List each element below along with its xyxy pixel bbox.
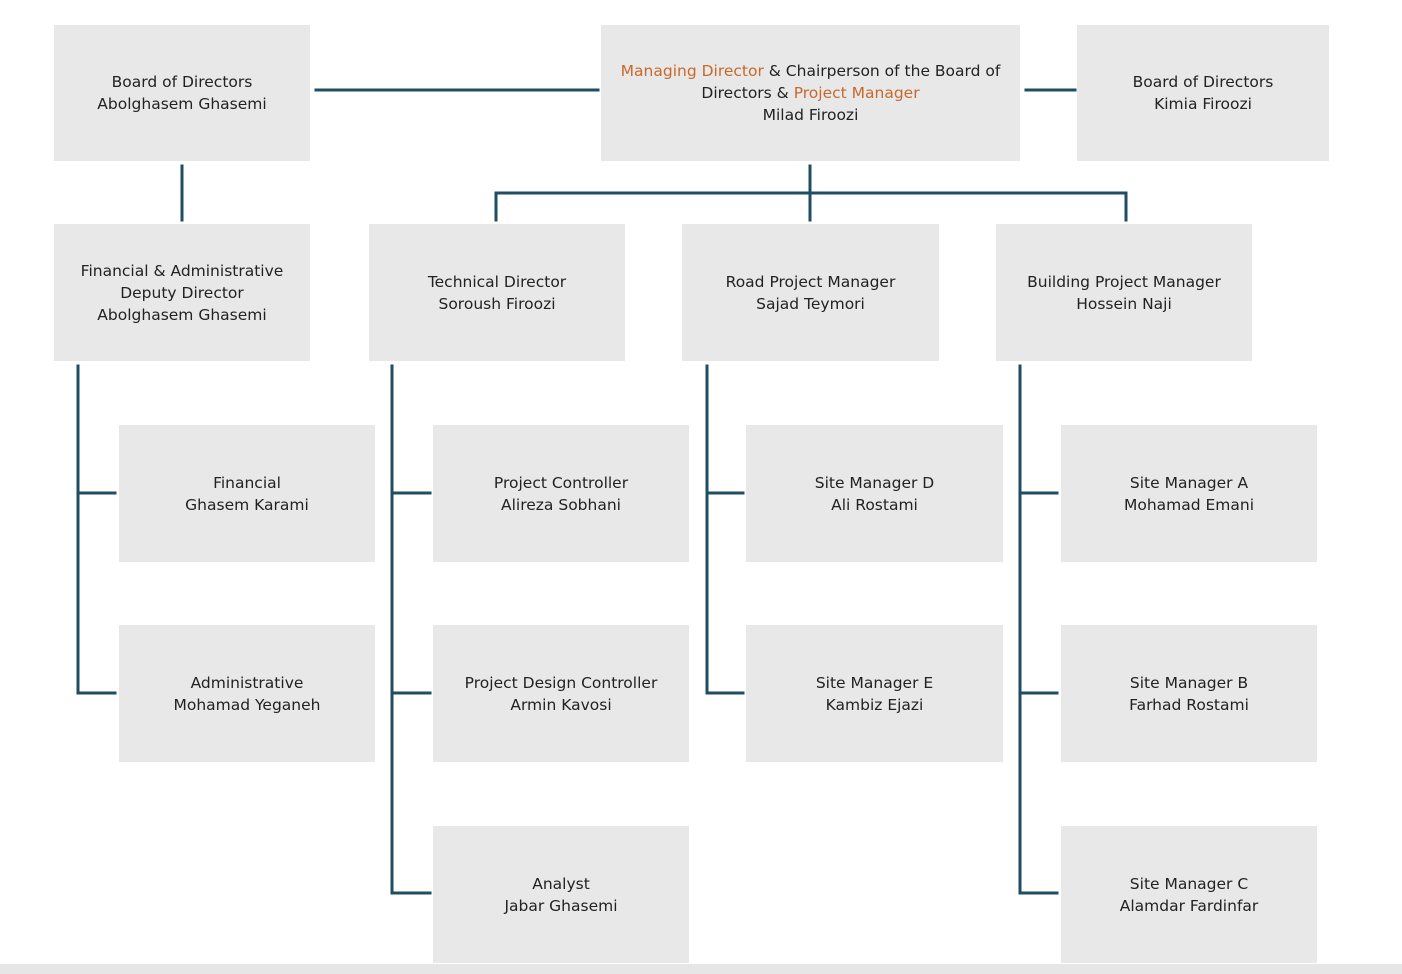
node-title: Analyst: [532, 874, 590, 893]
node-title: Site Manager A: [1129, 473, 1249, 492]
node-financial: Financial Ghasem Karami: [119, 425, 375, 562]
node-site-manager-b: Site Manager B Farhad Rostami: [1061, 625, 1317, 762]
node-title: Technical Director: [427, 272, 567, 291]
node-title: Project Controller: [493, 473, 629, 492]
node-person: Abolghasem Ghasemi: [97, 305, 267, 324]
node-title: Site Manager E: [815, 673, 934, 692]
node-site-manager-a: Site Manager A Mohamad Emani: [1061, 425, 1317, 562]
bottom-strip: [0, 964, 1402, 974]
node-title: Site Manager C: [1129, 874, 1249, 893]
node-person: Ghasem Karami: [185, 495, 309, 514]
node-title: Board of Directors: [1132, 73, 1274, 91]
role-directors: Directors &: [701, 84, 794, 102]
node-person: Jabar Ghasemi: [504, 896, 618, 915]
node-title-2: Deputy Director: [120, 283, 244, 302]
node-title: Road Project Manager: [725, 272, 896, 291]
node-site-manager-d: Site Manager D Ali Rostami: [746, 425, 1003, 562]
node-title: Site Manager D: [814, 473, 935, 492]
node-project-design-controller: Project Design Controller Armin Kavosi: [433, 625, 689, 762]
node-person: Armin Kavosi: [510, 695, 612, 714]
node-analyst: Analyst Jabar Ghasemi: [433, 826, 689, 963]
node-title: Building Project Manager: [1027, 272, 1221, 291]
node-site-manager-c: Site Manager C Alamdar Fardinfar: [1061, 826, 1317, 963]
node-person: Soroush Firoozi: [438, 294, 556, 313]
node-title: Site Manager B: [1129, 673, 1249, 692]
node-technical-director: Technical Director Soroush Firoozi: [369, 224, 625, 361]
node-title: Financial & Administrative: [80, 261, 284, 280]
node-title: Financial: [213, 473, 281, 492]
role-chairperson: & Chairperson of the Board of: [763, 62, 1001, 80]
node-person: Ali Rostami: [831, 495, 918, 514]
node-person: Abolghasem Ghasemi: [97, 95, 267, 113]
role-project-manager: Project Manager: [793, 84, 920, 102]
node-building-project-manager: Building Project Manager Hossein Naji: [996, 224, 1252, 361]
node-title: Project Design Controller: [464, 673, 658, 692]
node-site-manager-e: Site Manager E Kambiz Ejazi: [746, 625, 1003, 762]
node-road-project-manager: Road Project Manager Sajad Teymori: [682, 224, 939, 361]
node-person: Mohamad Emani: [1123, 495, 1255, 514]
node-financial-administrative-deputy: Financial & Administrative Deputy Direct…: [54, 224, 310, 361]
node-project-controller: Project Controller Alireza Sobhani: [433, 425, 689, 562]
node-person: Farhad Rostami: [1129, 695, 1249, 714]
role-managing-director: Managing Director: [620, 62, 764, 80]
node-person: Milad Firoozi: [762, 106, 859, 124]
node-person: Mohamad Yeganeh: [173, 695, 321, 714]
node-title: Administrative: [190, 673, 304, 692]
node-board-of-directors-left: Board of Directors Abolghasem Ghasemi: [54, 25, 310, 161]
node-person: Hossein Naji: [1076, 294, 1172, 313]
node-title: Board of Directors: [111, 73, 253, 91]
node-managing-director: Managing Director & Chairperson of the B…: [601, 25, 1020, 161]
node-person: Alireza Sobhani: [501, 495, 621, 514]
node-person: Sajad Teymori: [756, 294, 865, 313]
node-person: Kimia Firoozi: [1154, 95, 1252, 113]
node-board-of-directors-right: Board of Directors Kimia Firoozi: [1077, 25, 1329, 161]
node-administrative: Administrative Mohamad Yeganeh: [119, 625, 375, 762]
node-person: Alamdar Fardinfar: [1119, 896, 1259, 915]
node-person: Kambiz Ejazi: [825, 695, 924, 714]
